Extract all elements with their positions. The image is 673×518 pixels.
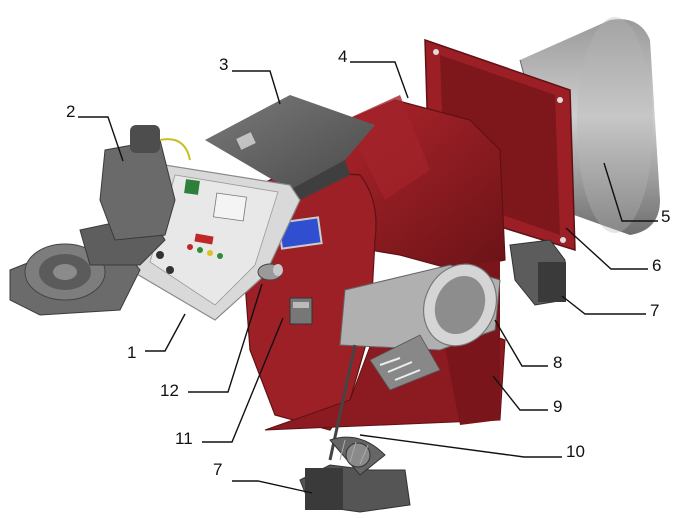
callout-7b: 7 (213, 460, 222, 479)
servo-motor-lower (299, 464, 411, 513)
control-box (205, 95, 375, 200)
air-inlet (339, 263, 501, 391)
gas-valve-train (9, 125, 191, 316)
leader-11 (202, 317, 284, 443)
cam-linkage (328, 344, 386, 476)
leader-6 (565, 227, 648, 270)
callout-10: 10 (566, 442, 585, 461)
air-pressure-switch (289, 297, 313, 325)
callout-1: 1 (127, 343, 136, 362)
leader-3 (232, 70, 281, 105)
leader-4 (350, 61, 409, 99)
callout-labels: 1 2 3 4 5 6 7 7 8 9 10 11 12 (66, 47, 670, 479)
callout-7a: 7 (650, 301, 659, 320)
callout-3: 3 (219, 55, 228, 74)
callout-6: 6 (652, 256, 661, 275)
callout-5: 5 (661, 207, 670, 226)
callout-9: 9 (553, 397, 562, 416)
callout-8: 8 (553, 353, 562, 372)
callout-4: 4 (338, 47, 347, 66)
sight-glass-knob (257, 263, 283, 281)
leader-1 (145, 313, 186, 352)
servo-motor-upper (509, 239, 566, 306)
leader-5 (603, 162, 658, 222)
callout-11: 11 (175, 429, 193, 448)
leader-7a (561, 295, 646, 315)
leader-2 (78, 116, 124, 162)
leader-7b (232, 480, 313, 494)
callout-12: 12 (160, 381, 179, 400)
leader-8 (494, 319, 548, 367)
leader-10 (359, 434, 562, 458)
callout-2: 2 (66, 102, 75, 121)
leader-lines (78, 61, 658, 494)
leader-12 (188, 283, 263, 393)
leader-9 (492, 375, 548, 411)
